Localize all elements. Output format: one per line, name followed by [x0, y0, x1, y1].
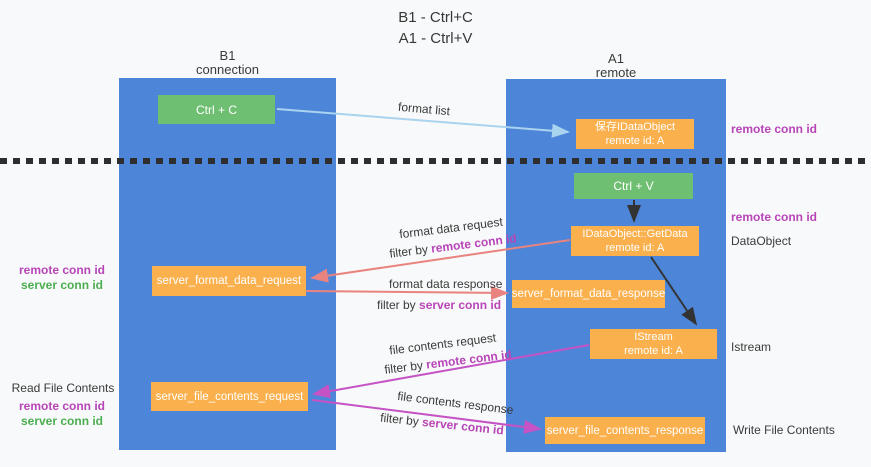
dataobject-label: DataObject	[731, 234, 792, 248]
filter-by-server-conn-id-label-1: filter by server conn id	[377, 298, 501, 312]
column-header-b1: B1 connection	[119, 49, 336, 77]
left-conn-ids-top: remote conn id server conn id	[10, 263, 114, 293]
ctrl-v-box: Ctrl + V	[574, 173, 693, 199]
left-server-conn-id-label: server conn id	[20, 278, 104, 292]
title-line-2: A1 - Ctrl+V	[398, 30, 473, 47]
column-header-a1: A1 remote	[506, 52, 726, 80]
istream-side-label: Istream	[731, 340, 772, 354]
read-file-contents-label: Read File Contents	[11, 381, 115, 395]
column-b1-name: B1	[219, 48, 236, 63]
server-format-data-request-label: server_format_data_request	[156, 275, 302, 287]
saved-dataobject-line1: 保存IDataObject	[594, 121, 676, 133]
ctrl-v-label: Ctrl + V	[613, 179, 654, 193]
istream-line1: IStream	[634, 331, 673, 343]
server-file-contents-request-box: server_file_contents_request	[151, 382, 308, 411]
format-list-label: format list	[397, 99, 451, 119]
filter-by-text: filter by	[383, 357, 428, 377]
ctrl-c-label: Ctrl + C	[195, 102, 237, 117]
server-file-contents-response-label: server_file_contents_response	[546, 424, 704, 437]
server-format-data-response-label: server_format_data_response	[511, 288, 666, 300]
left-conn-ids-bottom: remote conn id server conn id	[10, 399, 114, 429]
left-remote-conn-id-label: remote conn id	[18, 263, 105, 277]
filter-by-text: filter by	[388, 241, 433, 261]
right-remote-conn-id-mid: remote conn id	[731, 210, 818, 224]
server-file-contents-response-box: server_file_contents_response	[545, 417, 705, 444]
right-remote-conn-id-top: remote conn id	[731, 122, 818, 136]
server-format-data-response-box: server_format_data_response	[512, 280, 665, 308]
write-file-contents-label: Write File Contents	[733, 423, 835, 437]
istream-box: IStream remote id: A	[590, 329, 717, 359]
saved-dataobject-line2: remote id: A	[605, 135, 665, 147]
server-conn-id-text: server conn id	[421, 414, 505, 438]
ctrl-c-box: Ctrl + C	[158, 95, 275, 124]
phase-divider-dashed-line	[0, 158, 871, 164]
istream-line2: remote id: A	[624, 345, 683, 357]
format-data-response-arrow	[305, 285, 509, 300]
server-format-data-request-box: server_format_data_request	[152, 266, 306, 296]
title-line-1: B1 - Ctrl+C	[398, 9, 473, 26]
filter-by-server-conn-id-label-2: filter by server conn id	[380, 411, 505, 438]
server-file-contents-request-label: server_file_contents_request	[155, 390, 304, 403]
column-a1-role: remote	[595, 65, 637, 80]
left-remote-conn-id-label-2: remote conn id	[18, 399, 105, 413]
saved-dataobject-box: 保存IDataObject remote id: A	[576, 119, 694, 149]
server-conn-id-text: server conn id	[419, 298, 502, 312]
format-data-response-label: format data response	[389, 277, 503, 291]
diagram-title: B1 - Ctrl+C A1 - Ctrl+V	[0, 7, 871, 49]
left-server-conn-id-label-2: server conn id	[20, 414, 104, 428]
filter-by-text: filter by	[377, 298, 420, 312]
getdata-box: IDataObject::GetData remote id: A	[571, 226, 699, 256]
column-b1-role: connection	[196, 62, 259, 77]
getdata-line2: remote id: A	[605, 242, 665, 254]
column-a1-name: A1	[608, 51, 624, 66]
filter-by-text: filter by	[379, 410, 423, 429]
file-contents-response-label: file contents response	[396, 388, 515, 418]
getdata-line1: IDataObject::GetData	[582, 228, 688, 240]
